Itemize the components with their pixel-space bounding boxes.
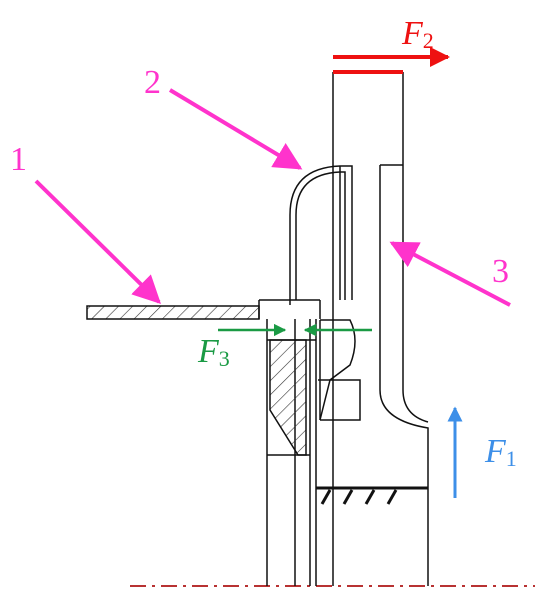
label-force-2: F2 [401,15,434,53]
pointer-arrow-3 [389,241,511,307]
label-force-1: F1 [484,433,517,471]
label-part-3: 3 [492,253,509,290]
part-1-plate [86,305,260,320]
label-force-3: F3 [197,333,230,371]
part-2-cap [289,165,361,421]
ground-hatch-marks [316,486,428,505]
shaft-assembly [258,299,321,586]
force-2-indicator [333,47,450,74]
label-part-2: 2 [144,64,161,101]
pointer-arrow-1 [34,179,161,304]
pointer-arrow-2 [168,88,303,170]
label-part-1: 1 [10,141,27,178]
